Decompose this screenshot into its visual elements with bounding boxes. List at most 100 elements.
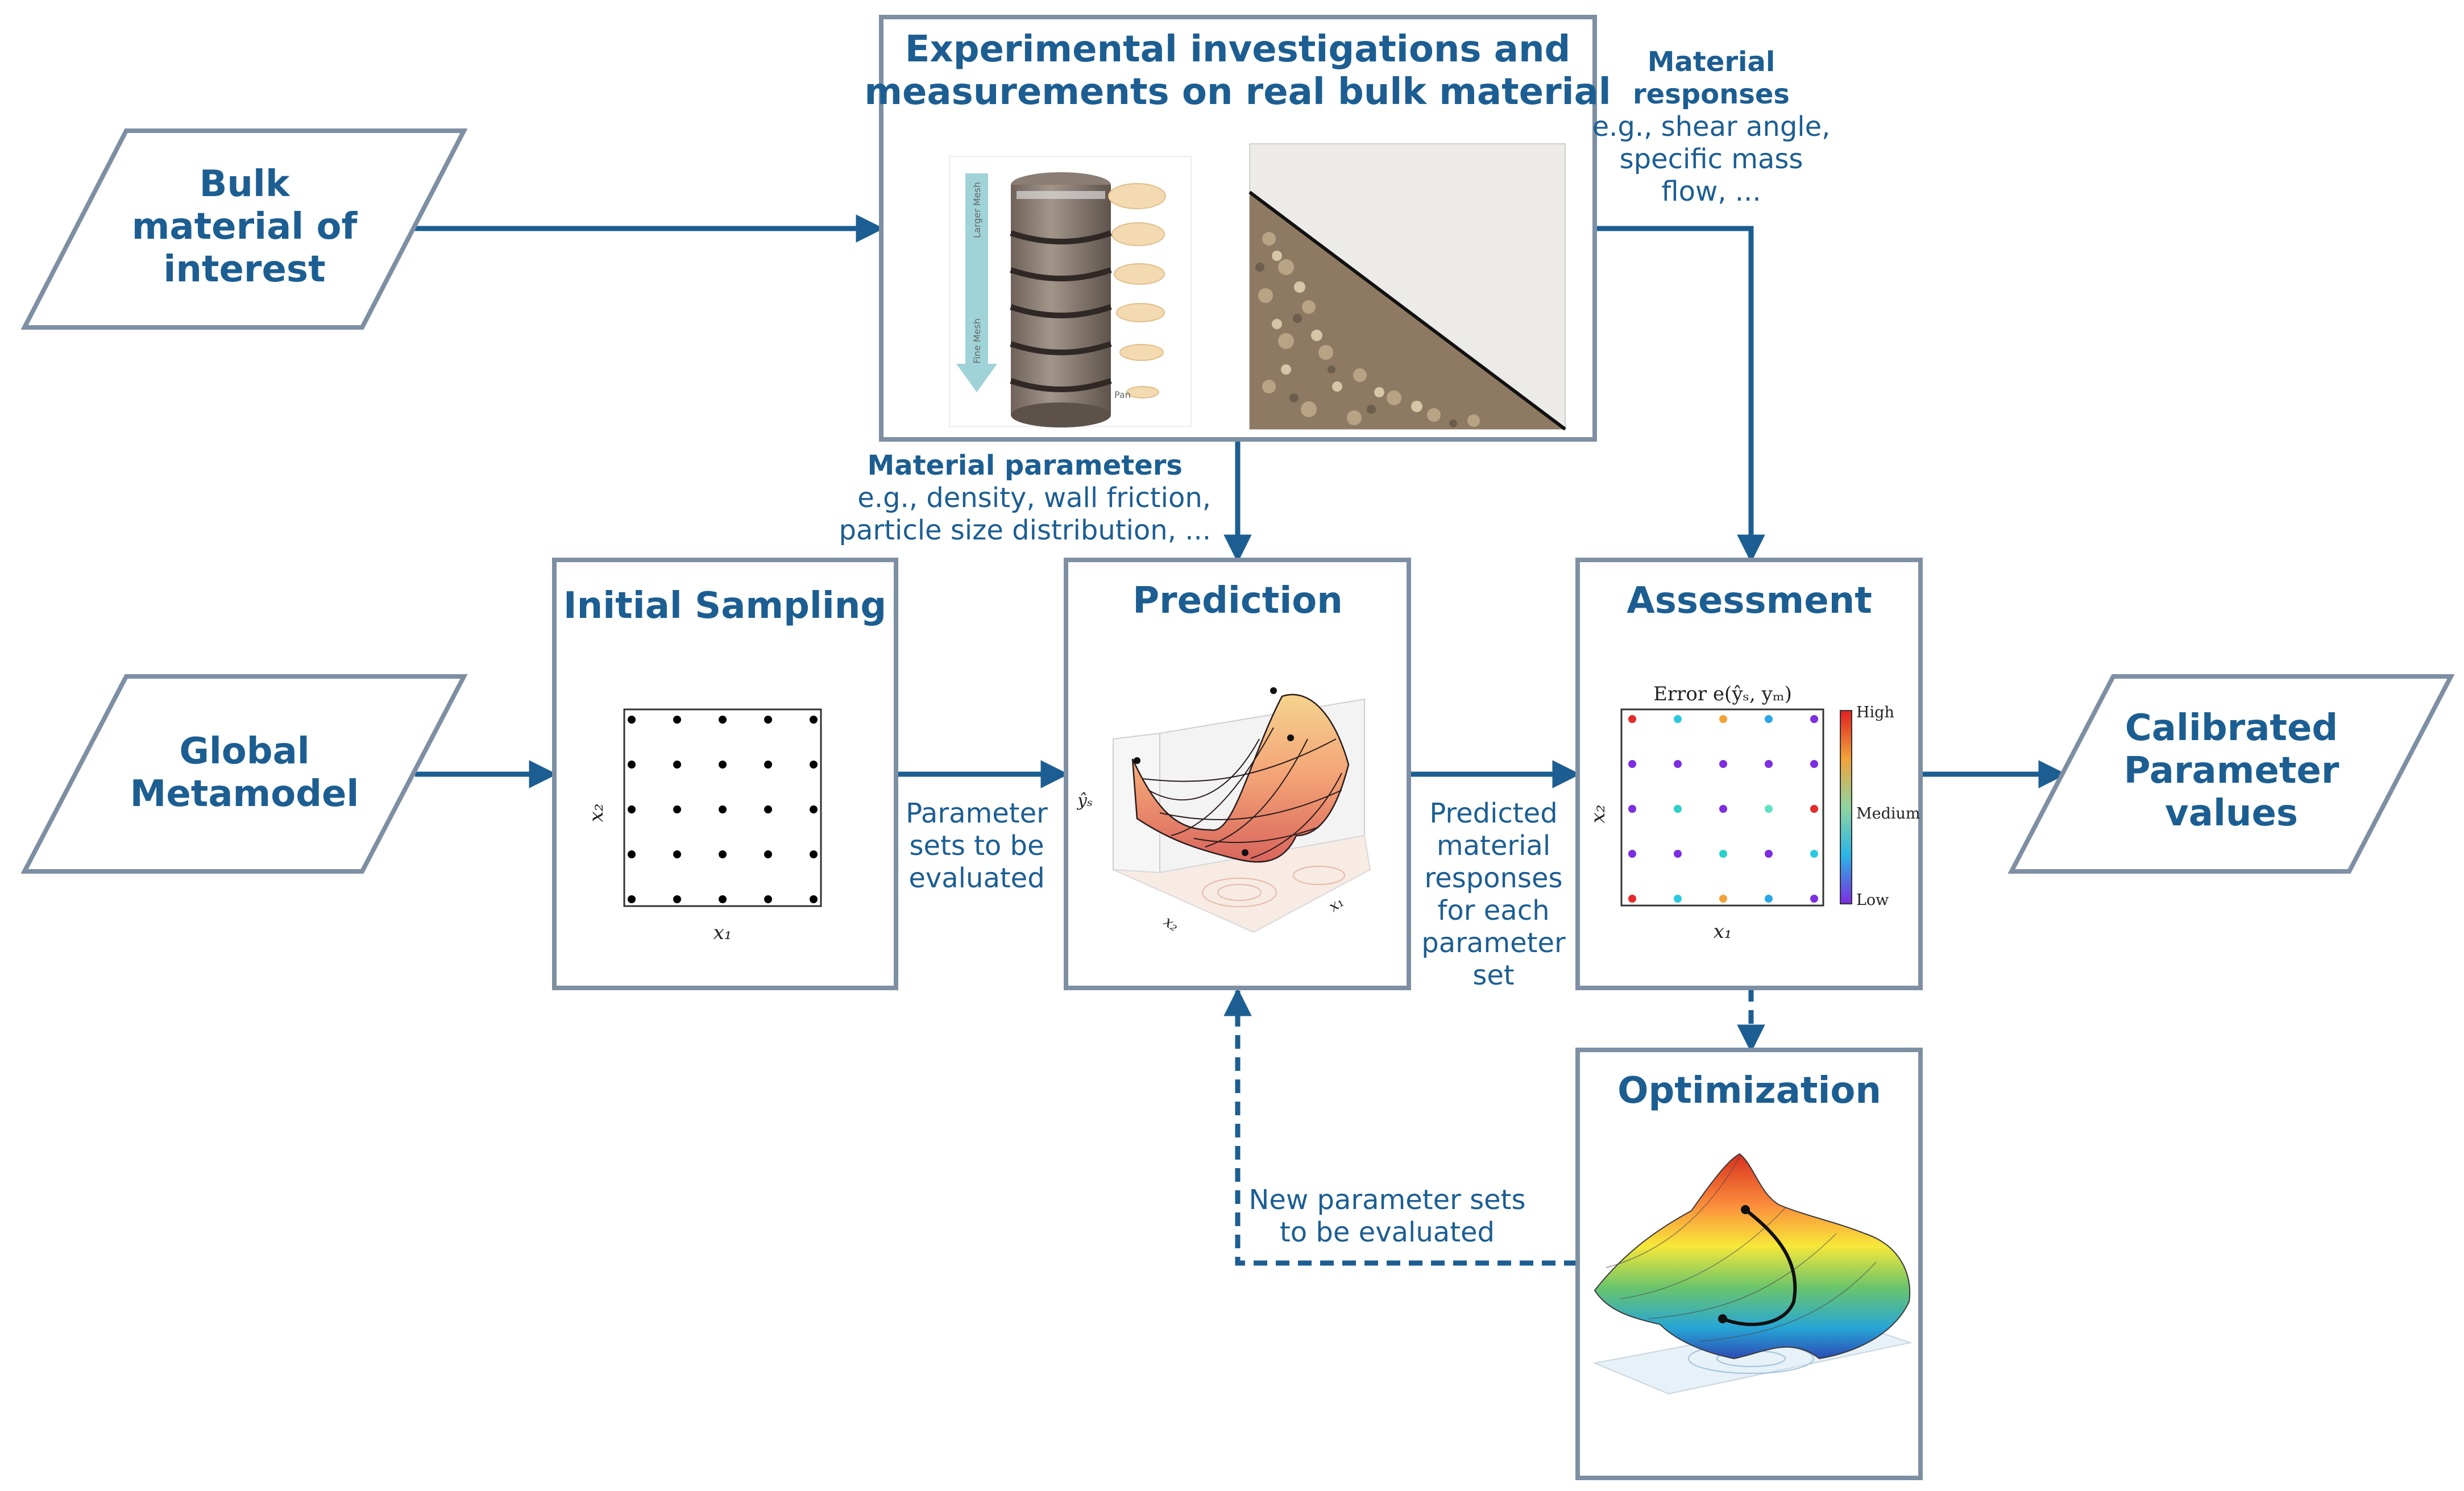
output-calibrated-values: Calibrated Parameter values (2007, 674, 2455, 874)
global-line-1: Global (179, 730, 309, 773)
material-parameters-label: Material parameters e.g., density, wall … (839, 450, 1211, 546)
param-sets-line-2: sets to be (909, 830, 1044, 862)
error-point (1810, 850, 1818, 858)
error-point (1628, 760, 1636, 768)
error-point (1719, 715, 1727, 723)
error-point (1810, 895, 1818, 903)
error-point (1765, 760, 1773, 768)
sampling-point (673, 805, 681, 813)
sampling-point (810, 761, 818, 769)
error-point (1765, 715, 1773, 723)
error-point (1628, 850, 1636, 858)
error-point (1628, 715, 1636, 723)
sampling-point (764, 850, 772, 858)
sampling-point (673, 850, 681, 858)
sampling-point (810, 716, 818, 724)
input-bulk-material: Bulk material of interest (20, 128, 468, 330)
sampling-point (764, 761, 772, 769)
sampling-point (628, 716, 636, 724)
error-point (1810, 715, 1818, 723)
responses-title-1: Material (1648, 46, 1776, 78)
predicted-line-6: set (1472, 960, 1514, 991)
arrow-responses-to-assessment (1595, 226, 1765, 563)
error-point (1765, 850, 1773, 858)
error-point (1628, 805, 1636, 813)
assessment-ylabel: x₂ (1587, 805, 1610, 824)
assessment-box: Assessment Error e(ŷₛ, yₘ) High Medium L… (1575, 558, 1923, 990)
experimental-box: Experimental investigations and measurem… (864, 15, 1611, 442)
parameters-line-1: e.g., density, wall friction, (857, 482, 1211, 514)
sampling-point (810, 895, 818, 903)
bulk-line-2: material of (132, 206, 358, 248)
assessment-title: Assessment (1627, 580, 1872, 622)
output-line-3: values (2165, 792, 2298, 834)
parameters-title: Material parameters (868, 450, 1183, 481)
sampling-ylabel: x₂ (585, 804, 608, 823)
error-point (1674, 760, 1682, 768)
error-point (1810, 760, 1818, 768)
sampling-point (628, 850, 636, 858)
colorbar-low-label: Low (1856, 891, 1889, 909)
output-line-2: Parameter (2124, 750, 2339, 792)
error-point (1765, 805, 1773, 813)
param-sets-line-3: evaluated (909, 862, 1044, 894)
sampling-point (764, 805, 772, 813)
error-point (1674, 805, 1682, 813)
assessment-xlabel: x₁ (1714, 920, 1732, 943)
sieve-label-top: Larger Mesh (972, 182, 982, 238)
sampling-point (719, 761, 727, 769)
error-point (1628, 895, 1636, 903)
sampling-point (673, 761, 681, 769)
input-global-metamodel: Global Metamodel (20, 674, 468, 874)
experimental-title-line-1: Experimental investigations and (905, 28, 1571, 70)
sampling-points (628, 716, 818, 903)
sampling-point (719, 895, 727, 903)
error-point (1674, 895, 1682, 903)
arrow-optimization-to-prediction (1223, 988, 1578, 1266)
sieve-stack-illustration: Larger Mesh Fine Mesh Pan (949, 156, 1192, 427)
sampling-point (719, 850, 727, 858)
predicted-line-2: material (1437, 830, 1550, 862)
label-new-parameter-sets: New parameter sets to be evaluated (1249, 1184, 1526, 1248)
sampling-point (719, 805, 727, 813)
sampling-point (673, 895, 681, 903)
predicted-line-1: Predicted (1429, 798, 1557, 829)
bulk-line-3: interest (163, 248, 325, 290)
assessment-plot-title: Error e(ŷₛ, yₘ) (1653, 683, 1792, 705)
colorbar-high-label: High (1856, 704, 1894, 721)
error-point (1674, 850, 1682, 858)
param-sets-line-1: Parameter (906, 798, 1048, 829)
predicted-line-4: for each (1437, 895, 1549, 927)
sampling-point (628, 895, 636, 903)
sampling-point (764, 716, 772, 724)
optimization-surface-plot (1592, 1153, 1913, 1395)
sampling-point (764, 895, 772, 903)
sampling-point (673, 716, 681, 724)
optimization-box: Optimization (1575, 1048, 1923, 1480)
new-sets-line-2: to be evaluated (1280, 1216, 1495, 1248)
error-point (1719, 760, 1727, 768)
responses-line-1: e.g., shear angle, (1592, 111, 1831, 143)
error-point (1719, 895, 1727, 903)
error-points (1628, 715, 1818, 903)
prediction-zlabel: ŷₛ (1076, 791, 1093, 811)
error-point (1719, 850, 1727, 858)
prediction-title: Prediction (1133, 580, 1343, 622)
new-sets-line-1: New parameter sets (1249, 1184, 1526, 1216)
responses-line-2: specific mass (1620, 143, 1803, 175)
label-predicted-responses: Predicted material responses for each pa… (1421, 798, 1566, 991)
sieve-pan-label: Pan (1114, 389, 1131, 400)
sampling-point (628, 805, 636, 813)
sampling-xlabel: x₁ (714, 921, 732, 944)
experimental-title-line-2: measurements on real bulk material (864, 71, 1611, 113)
optimization-title: Optimization (1617, 1070, 1881, 1112)
output-line-1: Calibrated (2125, 707, 2338, 749)
responses-line-3: flow, ... (1661, 176, 1761, 207)
initial-sampling-box: Initial Sampling x₁ x₂ (552, 558, 898, 990)
predicted-line-5: parameter (1421, 927, 1566, 959)
global-line-2: Metamodel (130, 773, 359, 815)
error-colorbar (1840, 710, 1852, 904)
error-point (1810, 805, 1818, 813)
